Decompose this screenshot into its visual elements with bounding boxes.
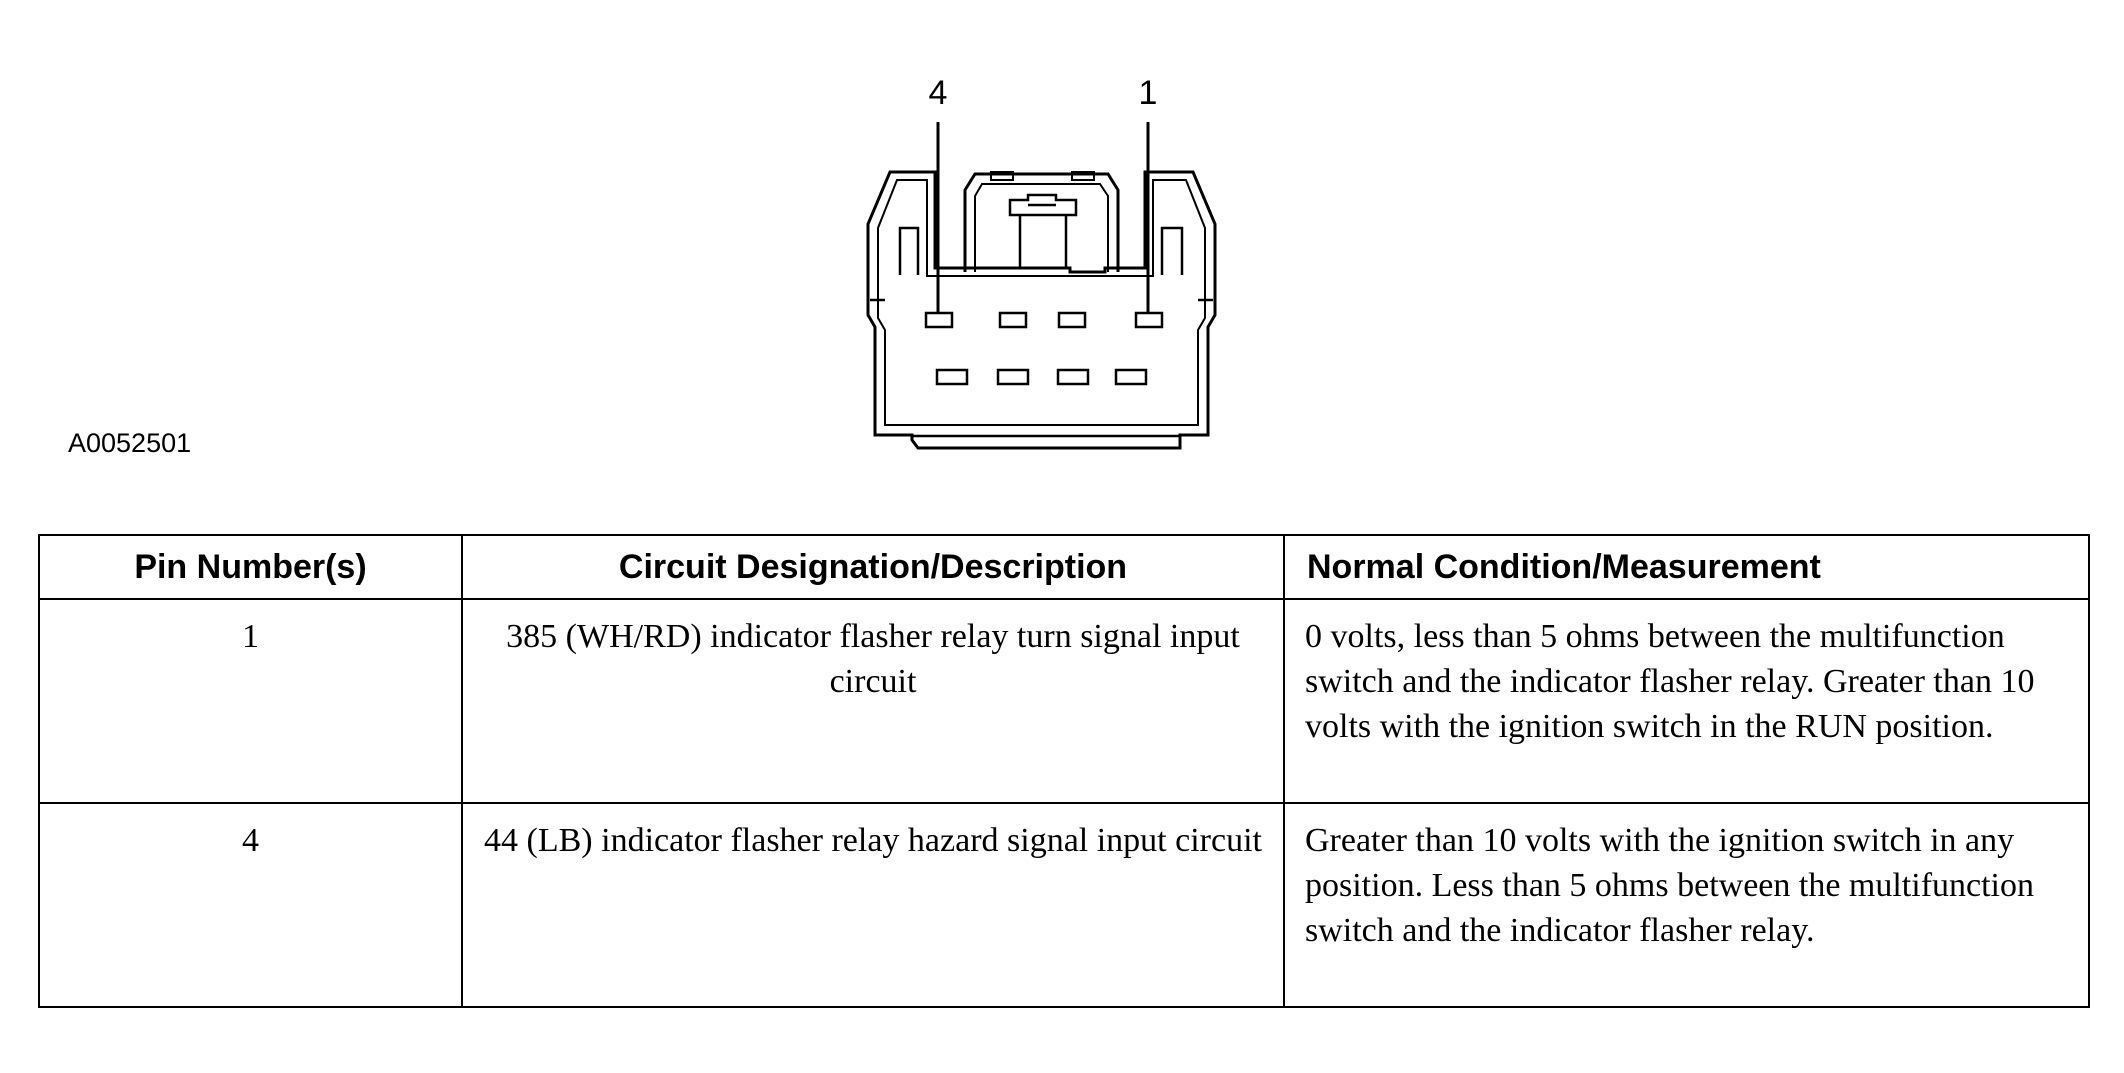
- pin-cavity: [935, 368, 969, 386]
- table-row: 1 385 (WH/RD) indicator flasher relay tu…: [38, 598, 2090, 804]
- pin-cavity: [1114, 368, 1148, 386]
- pin-label-4: 4: [929, 74, 948, 112]
- cell-circuit-description: 44 (LB) indicator flasher relay hazard s…: [461, 802, 1285, 1008]
- cell-normal-condition: Greater than 10 volts with the ignition …: [1283, 802, 2090, 1008]
- cell-circuit-description: 385 (WH/RD) indicator flasher relay turn…: [461, 598, 1285, 804]
- latch-stem: [1018, 203, 1068, 268]
- connector-right-channel: [1160, 226, 1184, 275]
- connector-housing-outline: [866, 170, 1217, 450]
- table-header-row: Pin Number(s) Circuit Designation/Descri…: [38, 534, 2090, 600]
- pin-cavity: [998, 311, 1028, 329]
- table-row: 4 44 (LB) indicator flasher relay hazard…: [38, 802, 2090, 1008]
- cell-normal-condition: 0 volts, less than 5 ohms between the mu…: [1283, 598, 2090, 804]
- connector-diagram: 4 1: [866, 74, 1217, 450]
- locking-tab: [963, 172, 1120, 272]
- pin-cavity: [996, 368, 1030, 386]
- header-normal-condition: Normal Condition/Measurement: [1283, 534, 2090, 600]
- header-circuit-description: Circuit Designation/Description: [461, 534, 1285, 600]
- cell-pin-number: 1: [38, 598, 463, 804]
- locking-tab-inner: [974, 183, 1109, 272]
- connector-housing-inner: [877, 179, 1206, 426]
- latch-button: [1008, 193, 1078, 217]
- pin-table: Pin Number(s) Circuit Designation/Descri…: [38, 534, 2090, 1008]
- figure-code: A0052501: [68, 428, 192, 458]
- locking-tab-slot: [1071, 171, 1095, 181]
- pin-cavity-1: [1134, 311, 1164, 329]
- pin-cavity-4: [924, 311, 954, 329]
- cell-pin-number: 4: [38, 802, 463, 1008]
- header-pin-numbers: Pin Number(s): [38, 534, 463, 600]
- pin-label-1: 1: [1139, 74, 1158, 112]
- pin-cavity: [1057, 311, 1087, 329]
- connector-left-channel: [898, 226, 920, 275]
- pin-cavity: [1056, 368, 1090, 386]
- locking-tab-slot: [990, 171, 1014, 181]
